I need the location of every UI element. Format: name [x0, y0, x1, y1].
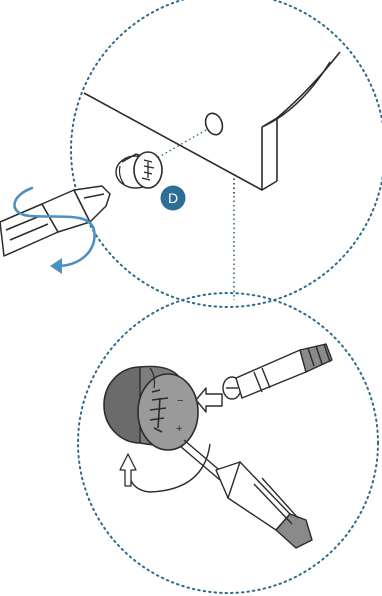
callout-label: D [168, 190, 178, 206]
phillips-screwdriver-icon [0, 185, 111, 257]
top-dotted-circle [70, 0, 382, 308]
alignment-dotted-line [149, 129, 207, 163]
svg-text:+: + [176, 423, 182, 435]
furniture-panel [83, 51, 341, 196]
callout-badge: D [160, 185, 186, 211]
cam-bolt-icon [222, 343, 333, 400]
flat-screwdriver-icon [179, 439, 313, 549]
insert-arrow-icon [195, 387, 223, 413]
top-detail-view: D [0, 0, 382, 308]
bottom-detail-view: − + [77, 292, 379, 594]
cam-lock-icon [115, 151, 163, 189]
svg-text:−: − [177, 395, 183, 407]
rotate-arrow-icon [13, 186, 96, 274]
rotate-cam-arrow-icon [119, 443, 211, 493]
drill-hole [204, 112, 224, 136]
cam-lock-large-icon: − + [103, 365, 199, 451]
bottom-dotted-circle [77, 292, 379, 594]
